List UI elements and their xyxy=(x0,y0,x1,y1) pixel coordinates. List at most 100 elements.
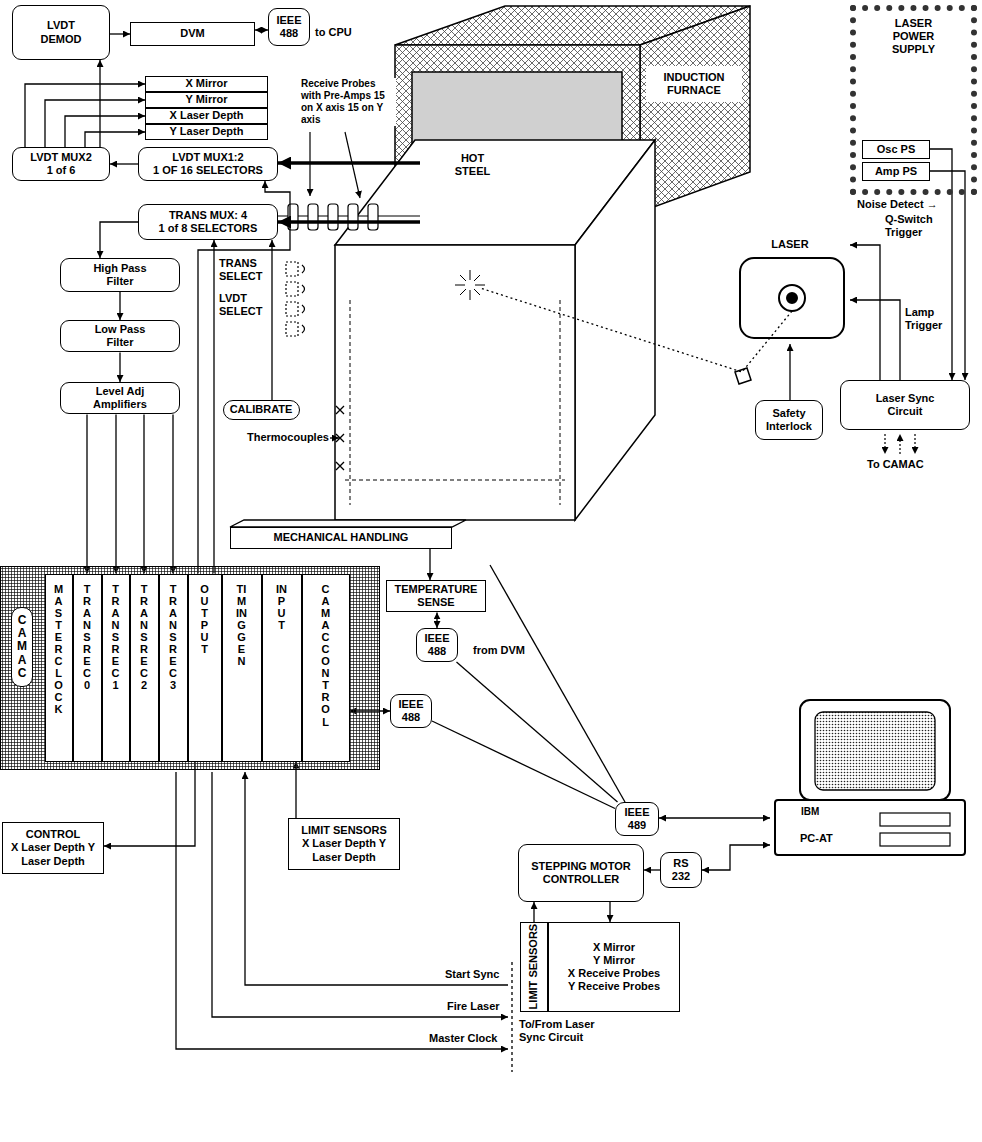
receive-probes xyxy=(275,132,420,336)
node-text: CALIBRATE xyxy=(230,403,293,416)
signal-connector xyxy=(85,132,145,147)
signal-connector xyxy=(533,902,534,922)
node-text: RS 232 xyxy=(665,857,697,883)
note-label: To CAMAC xyxy=(866,458,925,471)
note-label: to CPU xyxy=(314,26,353,39)
signal-label: LVDT SELECT xyxy=(218,292,268,318)
signal-connector xyxy=(143,414,144,573)
node-text: LASER POWER SUPPLY xyxy=(874,17,954,57)
signal-connector xyxy=(213,240,214,574)
node-text: LASER xyxy=(771,238,808,251)
node-text: LVDT DEMOD xyxy=(36,19,86,45)
node-text: TRANS REC 2 xyxy=(139,583,150,692)
node-text: Y Laser Depth xyxy=(170,125,244,138)
signal-connector xyxy=(457,662,618,802)
signal-connector xyxy=(255,29,268,30)
signal-connector xyxy=(432,721,615,809)
signal-connector xyxy=(172,414,173,573)
node-text: Y Mirror xyxy=(186,93,228,106)
module-box: Y Mirror xyxy=(145,92,268,108)
node-text: CAMAC xyxy=(11,607,33,687)
rounded-box: LVDT MUX21 of 6 xyxy=(12,147,110,181)
signal-connector xyxy=(65,116,145,147)
node-text: STEPPING MOTOR CONTROLLER xyxy=(525,860,637,886)
camac-module: TRANS REC 3 xyxy=(159,574,188,762)
signal-connector xyxy=(45,100,145,147)
rounded-box: IEEE 488 xyxy=(268,8,310,46)
module-box: DVM xyxy=(130,22,255,46)
node-text: LVDT MUX1:2 xyxy=(172,151,243,164)
module-box: Y Laser Depth xyxy=(145,124,268,140)
signal-connector xyxy=(119,292,120,320)
node-text: Y Mirror xyxy=(593,954,635,967)
node-text: Laser Sync Circuit xyxy=(870,392,940,418)
node-text: X Mirror xyxy=(185,77,227,90)
module-box: X Laser Depth xyxy=(145,108,268,124)
rounded-box: LVDT MUX1:21 OF 16 SELECTORS xyxy=(138,147,278,181)
node-text: TIMING GEN xyxy=(236,583,247,668)
signal-connector xyxy=(110,33,130,34)
node-text: HOT STEEL xyxy=(450,152,495,178)
module-box: LIMIT SENSORSX Laser Depth Y Laser Depth xyxy=(288,818,400,870)
rounded-box: Low Pass Filter xyxy=(60,320,180,352)
camac-module: TRANS REC 0 xyxy=(73,574,102,762)
note-label: from DVM xyxy=(472,644,526,657)
node-text: Safety Interlock xyxy=(760,407,818,433)
node-text: TRANS REC 3 xyxy=(168,583,179,692)
camac-module: OUTPUT xyxy=(188,574,222,762)
signal-label: Lamp Trigger xyxy=(904,306,950,332)
button-pill: CALIBRATE xyxy=(223,400,300,420)
node-text: X Mirror xyxy=(593,941,635,954)
signal-connector xyxy=(644,869,660,870)
module-box: X Mirror xyxy=(145,76,268,92)
signal-connector xyxy=(702,845,770,870)
node-text: TRANS REC 1 xyxy=(110,583,121,692)
rounded-box: Level Adj Amplifiers xyxy=(60,382,180,414)
camac-module: INPUT xyxy=(262,574,302,762)
to-camac-arrows xyxy=(885,434,915,454)
node-text: IEEE 488 xyxy=(273,14,305,40)
signal-label: Q-Switch Trigger xyxy=(884,213,946,239)
camac-crate: CAMAC MASTER CLOCK TRANS REC 0 TRANS REC 1 T… xyxy=(0,566,380,770)
signal-connector xyxy=(609,902,610,922)
signal-connector xyxy=(850,300,900,380)
signal-connector xyxy=(659,817,770,818)
signal-connector xyxy=(115,414,116,573)
power-supply-panel: LASER POWER SUPPLY Osc PS Amp PS xyxy=(850,5,977,195)
node-text: MASTER CLOCK xyxy=(53,583,64,716)
thermocouple-pointer xyxy=(330,437,339,438)
signal-connector xyxy=(930,149,952,380)
note-label: To/From Laser Sync Circuit xyxy=(518,1018,600,1044)
node-text: CAMAC CONTROL xyxy=(320,583,331,728)
note-label: Receive Probes with Pre-Amps 15 on X axi… xyxy=(300,78,396,126)
rounded-box: IEEE 488 xyxy=(390,694,432,728)
camac-module: TRANS REC 2 xyxy=(130,574,159,762)
node-text: Y Receive Probes xyxy=(568,980,660,993)
node-text: TRANS MUX: 4 xyxy=(169,209,247,222)
node-text: LIMIT SENSORS xyxy=(527,924,540,1010)
signal-connector xyxy=(278,161,420,165)
rounded-box: Safety Interlock xyxy=(755,400,823,440)
signal-connector xyxy=(278,220,420,224)
device-figure: PC-AT xyxy=(770,690,970,855)
signal-connector xyxy=(99,60,100,147)
node-text: Amp PS xyxy=(875,165,917,178)
node-text: X Laser Depth Y Laser Depth xyxy=(294,837,394,863)
camac-module: TRANS REC 1 xyxy=(102,574,130,762)
note-label: Start Sync xyxy=(444,968,500,981)
rounded-box: STEPPING MOTOR CONTROLLER xyxy=(518,844,644,902)
signal-connector xyxy=(429,549,430,580)
signal-connector xyxy=(100,222,138,258)
node-text: TEMPERATURE SENSE xyxy=(391,583,481,609)
node-text: X Laser Depth Y Laser Depth xyxy=(8,841,98,867)
device-figure: LASER xyxy=(730,232,850,344)
furnace-label: INDUCTION FURNACE xyxy=(646,66,742,102)
signal-label: TRANS SELECT xyxy=(218,257,268,283)
rounded-box: TRANS MUX: 41 of 8 SELECTORS xyxy=(138,204,278,240)
node-text: Osc PS xyxy=(877,143,916,156)
node-text: LIMIT SENSORS xyxy=(301,824,387,837)
from-dvm-wire xyxy=(490,565,625,802)
node-text: DVM xyxy=(180,27,204,40)
module-box: TEMPERATURE SENSE xyxy=(386,580,486,612)
